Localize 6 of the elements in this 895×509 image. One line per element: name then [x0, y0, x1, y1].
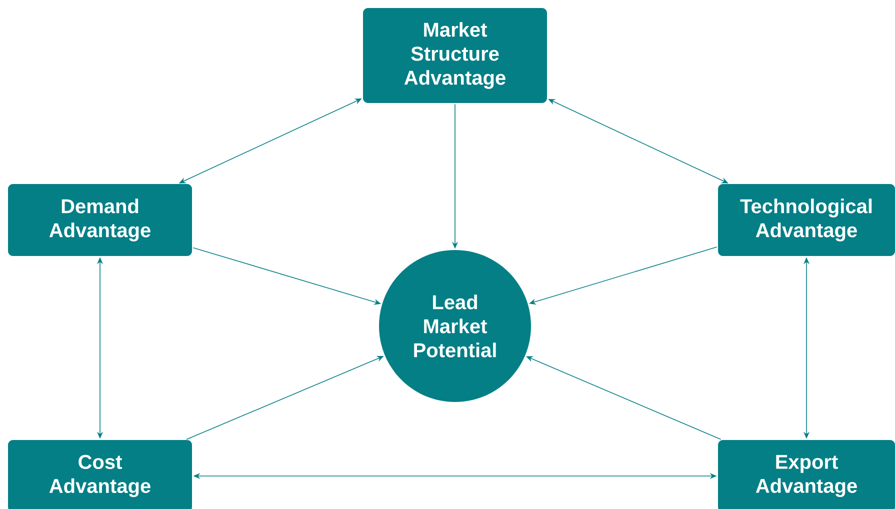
process-box: Export Advantage	[718, 440, 895, 509]
process-box: Cost Advantage	[8, 440, 192, 509]
process-box: Demand Advantage	[8, 184, 192, 256]
circle-node: Lead Market Potential	[379, 250, 531, 402]
process-box: Technological Advantage	[718, 184, 895, 256]
process-box: Market Structure Advantage	[363, 8, 547, 103]
